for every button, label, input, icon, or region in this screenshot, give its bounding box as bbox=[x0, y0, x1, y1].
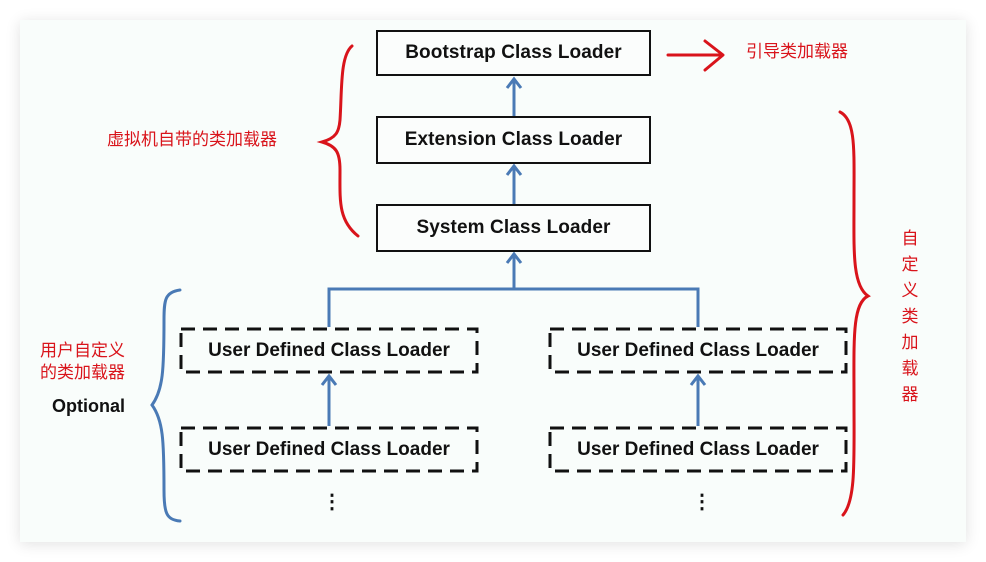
red-arrow-icon bbox=[666, 39, 725, 72]
builtin-loaders-annotation: 虚拟机自带的类加载器 bbox=[107, 130, 277, 150]
red-brace-custom bbox=[838, 110, 871, 517]
user-defined-loader-right-2: User Defined Class Loader bbox=[548, 426, 848, 473]
bootstrap-annotation: 引导类加载器 bbox=[746, 42, 848, 62]
arrowhead-bootstrap bbox=[505, 76, 523, 89]
arrowhead-extension bbox=[505, 163, 523, 176]
system-class-loader-box: System Class Loader bbox=[376, 204, 651, 252]
blue-brace-optional bbox=[150, 288, 182, 523]
diagram-card bbox=[20, 20, 966, 542]
user-defined-loader-left-1: User Defined Class Loader bbox=[179, 327, 479, 374]
user-defined-loader-left-1-label: User Defined Class Loader bbox=[208, 339, 450, 361]
custom-char: 自 bbox=[901, 229, 919, 249]
arrowhead-system bbox=[505, 251, 523, 264]
arrowhead-left-user1 bbox=[320, 373, 338, 386]
custom-char: 定 bbox=[901, 255, 919, 275]
custom-char: 载 bbox=[901, 359, 919, 379]
user-defined-annotation-line1: 用户自定义 bbox=[40, 341, 125, 361]
bootstrap-class-loader-box: Bootstrap Class Loader bbox=[376, 30, 651, 76]
optional-label: Optional bbox=[52, 396, 125, 416]
extension-class-loader-box: Extension Class Loader bbox=[376, 116, 651, 164]
custom-char: 类 bbox=[901, 307, 919, 327]
ellipsis-left: ⋮ bbox=[322, 491, 342, 513]
user-defined-loader-left-2-label: User Defined Class Loader bbox=[208, 438, 450, 460]
ellipsis-right: ⋮ bbox=[692, 491, 712, 513]
red-brace-builtin bbox=[316, 44, 360, 238]
extension-class-loader-label: Extension Class Loader bbox=[404, 129, 623, 150]
user-defined-loader-left-2: User Defined Class Loader bbox=[179, 426, 479, 473]
custom-char: 加 bbox=[901, 333, 919, 353]
user-defined-loader-right-1: User Defined Class Loader bbox=[548, 327, 848, 374]
bootstrap-class-loader-label: Bootstrap Class Loader bbox=[405, 42, 622, 63]
user-defined-loader-right-2-label: User Defined Class Loader bbox=[577, 438, 819, 460]
custom-char: 器 bbox=[901, 385, 919, 405]
custom-loaders-annotation: 自 定 义 类 加 载 器 bbox=[900, 226, 920, 408]
branch-connector bbox=[327, 287, 700, 327]
custom-char: 义 bbox=[901, 281, 919, 301]
arrowhead-right-user1 bbox=[689, 373, 707, 386]
user-defined-annotation-line2: 的类加载器 bbox=[40, 363, 125, 383]
user-defined-loader-right-1-label: User Defined Class Loader bbox=[577, 339, 819, 361]
system-class-loader-label: System Class Loader bbox=[416, 217, 611, 238]
